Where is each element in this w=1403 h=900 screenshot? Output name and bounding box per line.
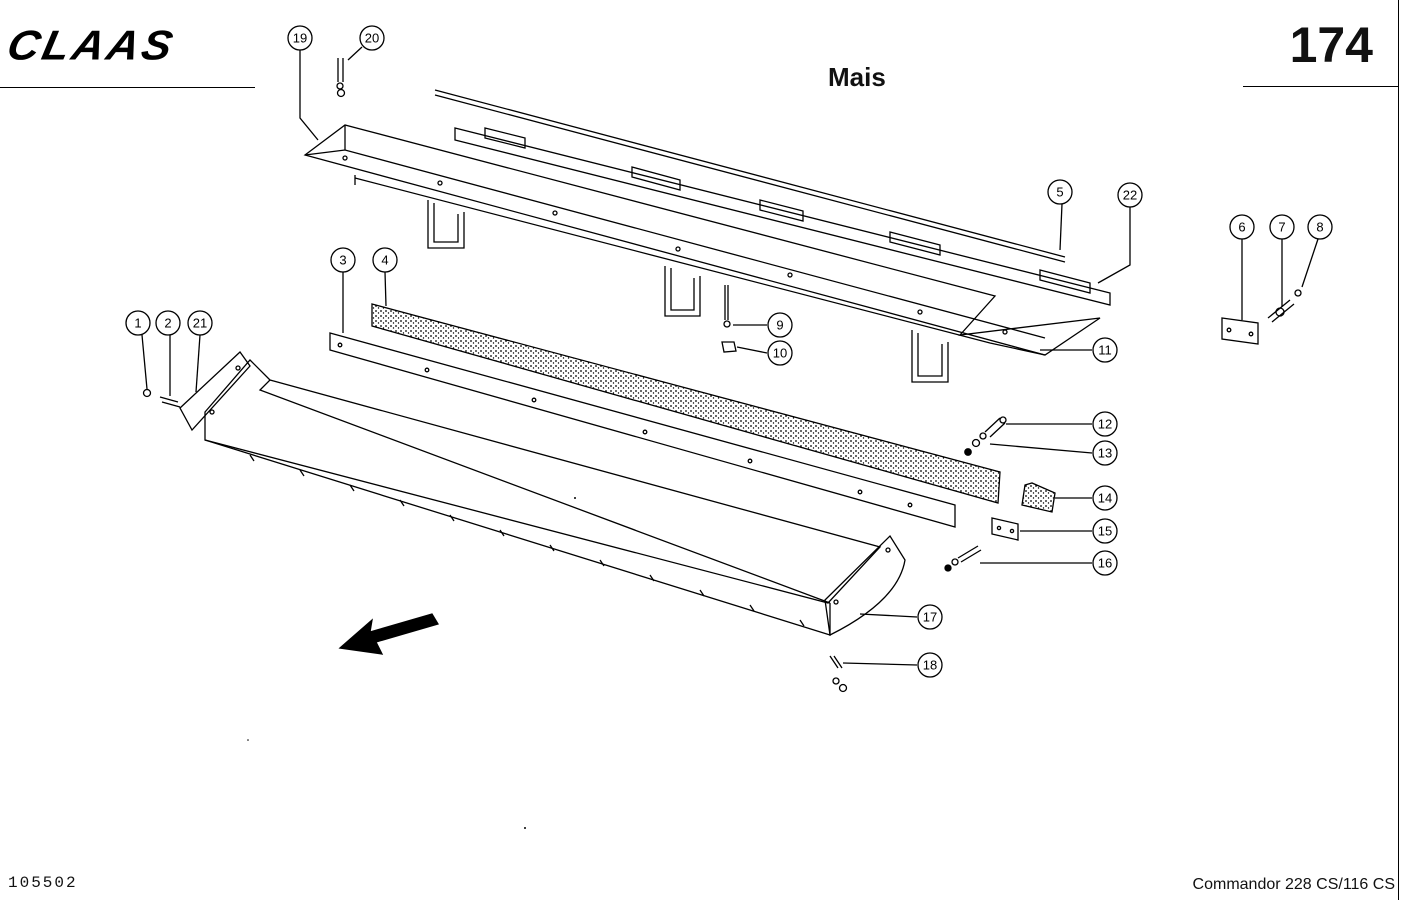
callout-21: 21	[187, 310, 213, 393]
callout-number: 16	[1098, 556, 1112, 571]
callout-17: 17	[859, 604, 943, 630]
callout-22: 22	[1097, 182, 1143, 284]
direction-arrow-icon	[338, 613, 439, 655]
callout-number: 8	[1316, 220, 1323, 235]
leader-line	[299, 50, 319, 141]
upper-trough-part	[303, 124, 1101, 383]
end-plate-part	[1221, 289, 1302, 345]
callout-number: 17	[923, 610, 937, 625]
callout-10: 10	[736, 340, 793, 366]
callout-number: 20	[365, 31, 379, 46]
callout-number: 9	[776, 318, 783, 333]
callout-number: 4	[381, 253, 388, 268]
callout-3: 3	[330, 247, 356, 333]
callout-balloon	[1092, 440, 1118, 466]
callout-2: 2	[155, 310, 181, 396]
leader-line	[1097, 207, 1131, 284]
header-rule-right	[1243, 86, 1398, 87]
callout-balloon	[1092, 485, 1118, 511]
callout-balloon	[155, 310, 181, 336]
callout-balloon	[1047, 179, 1073, 205]
callout-5: 5	[1047, 179, 1073, 251]
callout-number: 1	[134, 316, 141, 331]
leader-line	[347, 46, 363, 61]
flat-strip-part	[329, 332, 956, 528]
callout-20: 20	[347, 25, 385, 61]
callout-15: 15	[1020, 518, 1118, 544]
leader-line	[195, 334, 201, 393]
callout-number: 13	[1098, 446, 1112, 461]
leader-line	[736, 346, 768, 354]
callout-4: 4	[372, 247, 398, 307]
callout-number: 3	[339, 253, 346, 268]
callout-number: 19	[293, 31, 307, 46]
page-title: Mais	[828, 62, 886, 92]
callout-8: 8	[1301, 214, 1333, 288]
callout-balloon	[1269, 214, 1295, 240]
callout-balloon	[330, 247, 356, 273]
callout-balloon	[187, 310, 213, 336]
frame-right-border	[1398, 0, 1399, 900]
callout-number: 7	[1278, 220, 1285, 235]
callout-balloon	[1229, 214, 1255, 240]
callout-1: 1	[125, 310, 151, 390]
callout-number: 21	[193, 316, 207, 331]
callout-number: 10	[773, 346, 787, 361]
callout-16: 16	[980, 550, 1118, 576]
callout-9: 9	[733, 312, 793, 338]
lower-trough-part	[142, 351, 906, 636]
tabbed-strip-part	[454, 127, 1111, 306]
leader-line	[141, 334, 148, 390]
callout-13: 13	[989, 440, 1118, 466]
callout-balloon	[1092, 411, 1118, 437]
callout-balloon	[1117, 182, 1143, 208]
header-rule-left	[0, 87, 255, 88]
callout-number: 14	[1098, 491, 1112, 506]
callout-12: 12	[1006, 411, 1118, 437]
callout-6: 6	[1229, 214, 1255, 320]
leader-line	[989, 443, 1093, 454]
callout-number: 2	[164, 316, 171, 331]
callout-19: 19	[287, 25, 319, 141]
callout-number: 18	[923, 658, 937, 673]
callout-balloon	[287, 25, 313, 51]
callout-balloon	[767, 312, 793, 338]
callout-number: 12	[1098, 417, 1112, 432]
callout-balloon	[767, 340, 793, 366]
rubber-seal-part	[371, 303, 1001, 504]
leader-line	[859, 613, 918, 618]
callout-balloon	[125, 310, 151, 336]
machine-model: Commandor 228 CS/116 CS	[1192, 876, 1395, 893]
leader-line	[1059, 203, 1063, 251]
callout-balloon	[1092, 337, 1118, 363]
hardware-parts	[336, 58, 1056, 693]
callout-balloon	[1092, 518, 1118, 544]
page-number: 174	[1289, 17, 1373, 73]
callout-balloon	[917, 604, 943, 630]
callout-18: 18	[842, 652, 943, 678]
leader-line	[842, 662, 918, 666]
callout-14: 14	[1055, 485, 1118, 511]
callout-number: 22	[1123, 188, 1137, 203]
callout-balloon	[372, 247, 398, 273]
callout-number: 6	[1238, 220, 1245, 235]
callout-balloon	[1307, 214, 1333, 240]
leader-line	[1301, 238, 1319, 288]
document-number: 105502	[8, 874, 78, 892]
callout-7: 7	[1269, 214, 1295, 307]
callout-number: 5	[1056, 185, 1063, 200]
callout-number: 11	[1098, 343, 1112, 358]
callout-balloon	[359, 25, 385, 51]
callout-balloon	[1092, 550, 1118, 576]
callout-number: 15	[1098, 524, 1112, 539]
leader-line	[384, 271, 387, 307]
callout-11: 11	[1040, 337, 1118, 363]
callout-balloon	[917, 652, 943, 678]
rod-part	[434, 89, 1066, 263]
